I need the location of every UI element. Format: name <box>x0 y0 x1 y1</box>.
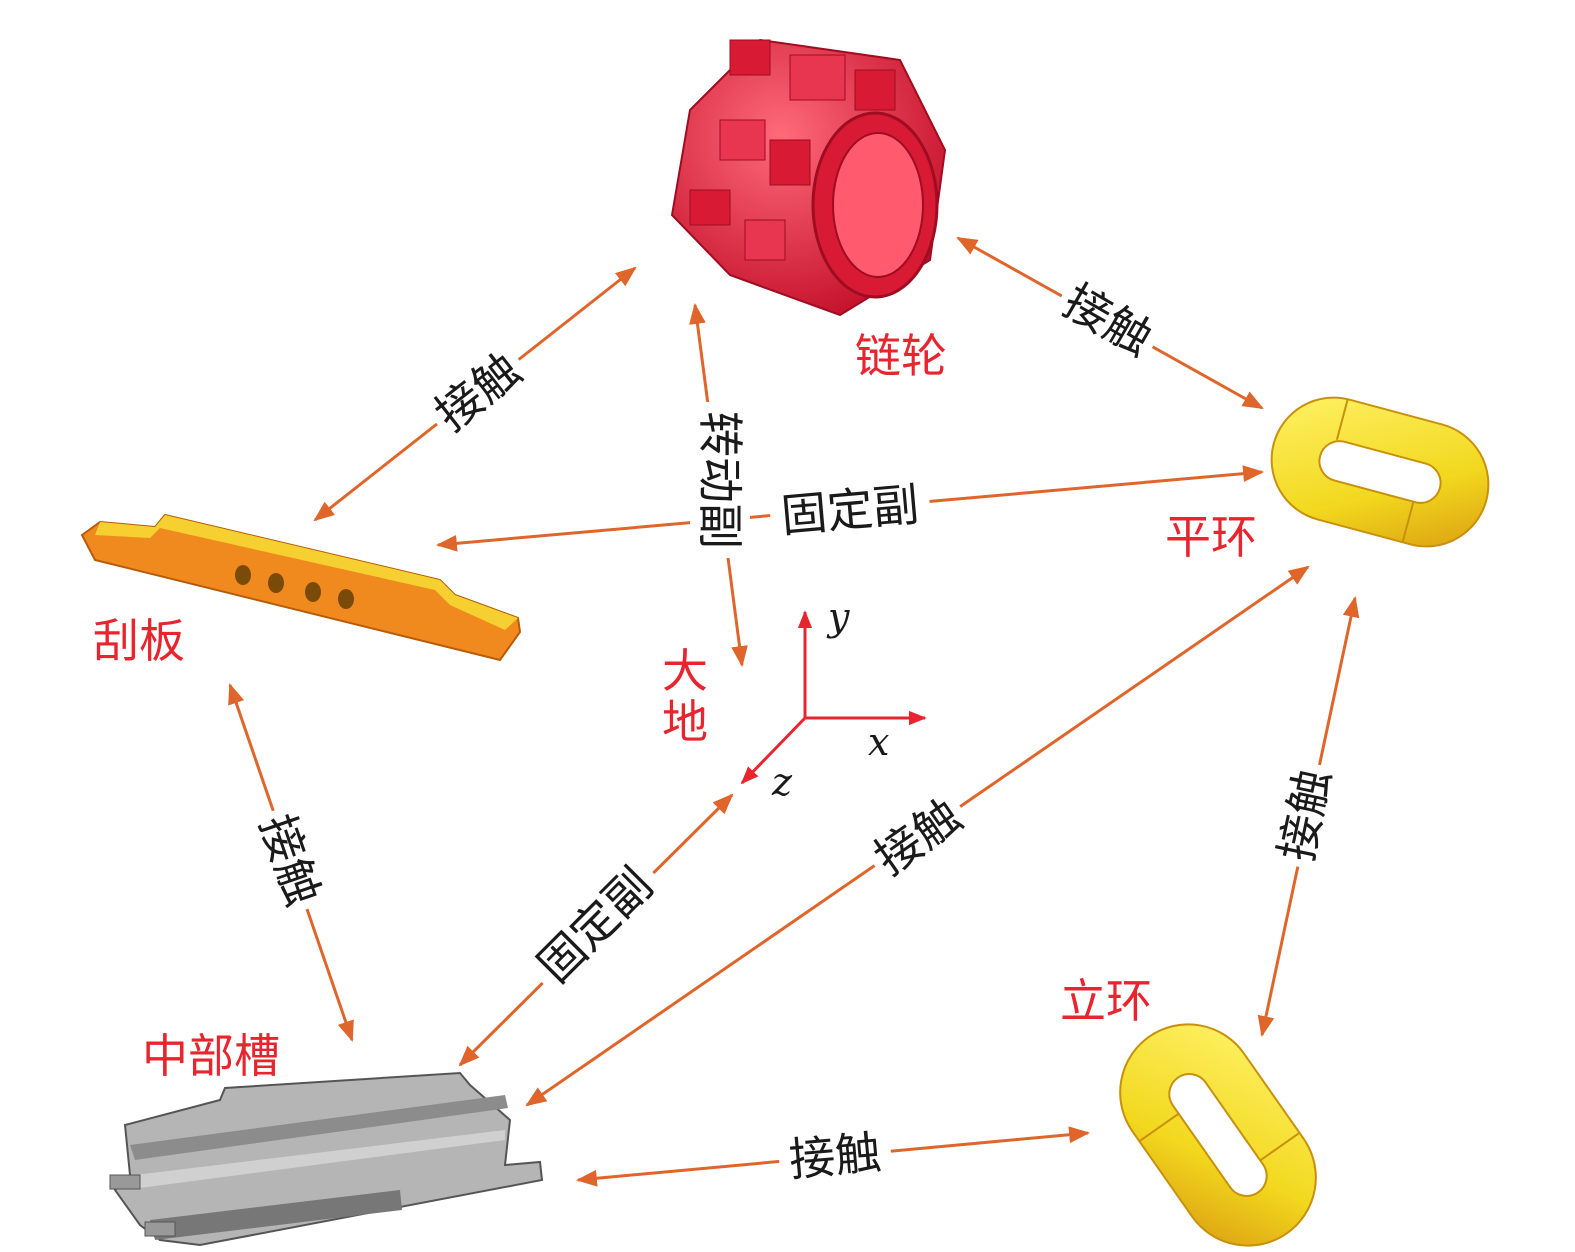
label-trough-ground: 固定副 <box>527 857 663 993</box>
ground-label-1: 大 <box>662 644 708 698</box>
x-axis-label: x <box>868 720 889 764</box>
z-axis-label: z <box>771 760 793 804</box>
middle-trough-label: 中部槽 <box>142 1029 280 1083</box>
label-flat-ring-scraper: 固定副 <box>779 477 921 543</box>
scraper-label: 刮板 <box>93 614 185 668</box>
label-flat-ring-vertical-ring: 接触 <box>1269 764 1341 865</box>
flat-ring-label: 平环 <box>1165 510 1257 564</box>
flat-ring-part <box>1270 396 1490 548</box>
sprocket-label: 链轮 <box>855 329 947 383</box>
label-trough-vertical-ring: 接触 <box>787 1125 883 1187</box>
middle-trough-part <box>109 1071 544 1247</box>
y-axis-label: y <box>826 595 850 639</box>
label-sprocket-ground: 转动副 <box>693 411 747 549</box>
vertical-ring-label: 立环 <box>1060 974 1152 1028</box>
ground-label-2: 地 <box>662 695 708 749</box>
sprocket-part <box>670 38 947 317</box>
vertical-ring-part <box>1119 1023 1317 1247</box>
label-scraper-trough: 接触 <box>249 808 330 913</box>
scraper-part <box>80 513 522 662</box>
